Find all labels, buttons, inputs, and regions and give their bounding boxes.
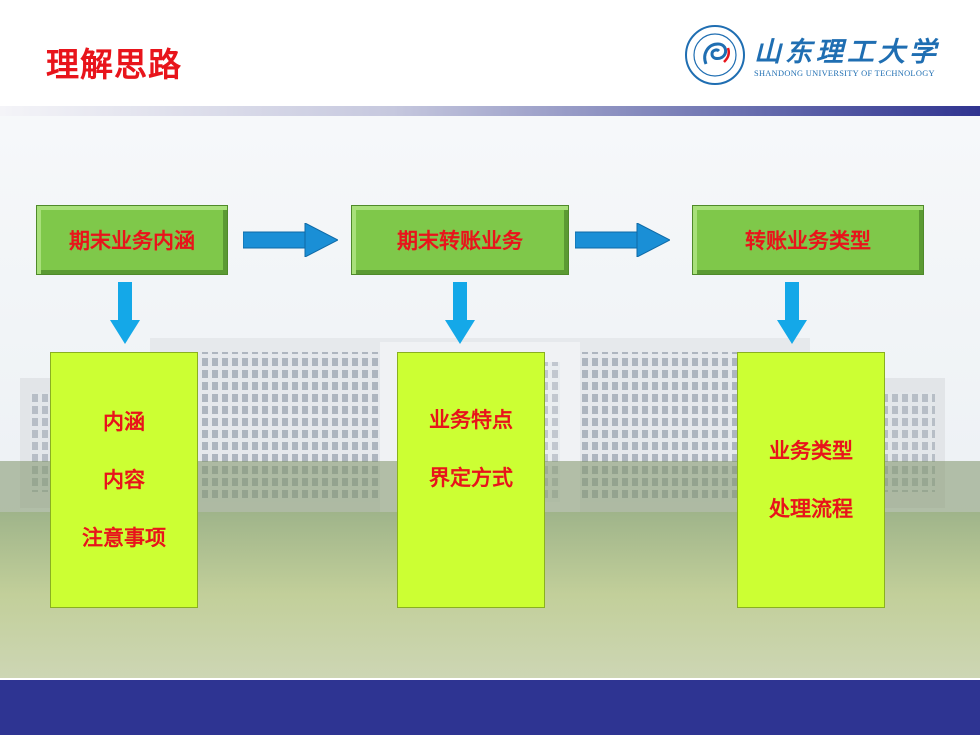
right-arrow-icon — [243, 223, 338, 257]
university-seal-icon — [685, 25, 745, 85]
down-arrow-icon — [445, 282, 475, 344]
detail-item: 注意事项 — [82, 525, 166, 550]
flow-step-3-box: 转账业务类型 — [692, 205, 924, 275]
flow-step-3-details: 业务类型 处理流程 — [737, 352, 885, 608]
slide-title: 理解思路 — [46, 45, 182, 84]
footer-band — [0, 680, 980, 735]
detail-item: 业务特点 — [429, 407, 513, 432]
university-logo: 山东理工大学 SHANDONG UNIVERSITY OF TECHNOLOGY — [684, 24, 944, 90]
detail-item: 界定方式 — [429, 465, 513, 490]
university-name: 山东理工大学 — [754, 37, 940, 68]
down-arrow-icon — [110, 282, 140, 344]
detail-item: 内涵 — [103, 409, 145, 434]
university-english-name: SHANDONG UNIVERSITY OF TECHNOLOGY — [754, 69, 935, 78]
flow-step-3-label: 转账业务类型 — [745, 228, 871, 253]
flow-step-1-details: 内涵 内容 注意事项 — [50, 352, 198, 608]
detail-item: 内容 — [103, 467, 145, 492]
flow-step-2-details: 业务特点 界定方式 — [397, 352, 545, 608]
flow-step-1-box: 期末业务内涵 — [36, 205, 228, 275]
right-arrow-icon — [575, 223, 670, 257]
slide-header: 理解思路 山东理工大学 SHANDONG UNIVERSITY OF TECHN… — [0, 0, 980, 106]
flow-step-2-box: 期末转账业务 — [351, 205, 569, 275]
flow-step-2-label: 期末转账业务 — [397, 228, 523, 253]
header-divider — [0, 106, 980, 116]
detail-item: 处理流程 — [769, 496, 853, 521]
flow-step-1-label: 期末业务内涵 — [69, 228, 195, 253]
down-arrow-icon — [777, 282, 807, 344]
detail-item: 业务类型 — [769, 438, 853, 463]
